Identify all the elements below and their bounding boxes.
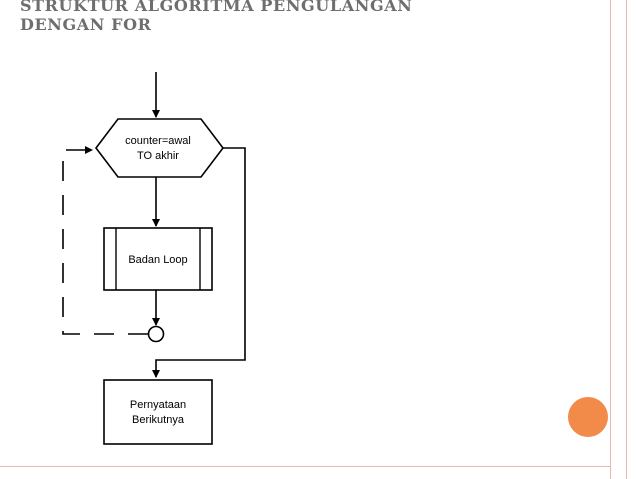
loop-header-text-line-1: counter=awal <box>125 135 191 147</box>
loop-exit-path <box>152 147 246 378</box>
loop-header-text-line-2: TO akhir <box>137 150 179 162</box>
slide-title-line-2: DENGAN FOR <box>20 15 152 34</box>
for-loop-flowchart: counter=awal TO akhir Badan Loop Pernyat… <box>58 72 248 450</box>
slide-title-line-1: STRUKTUR ALGORITMA PENGULANGAN <box>20 0 413 15</box>
edge-line-right <box>626 0 627 479</box>
next-statement-text-line-1: Pernyataan <box>130 399 186 411</box>
loop-connector <box>147 325 165 343</box>
next-statement-box <box>103 379 213 445</box>
loop-body-box <box>103 227 213 291</box>
accent-circle <box>568 397 608 437</box>
slide-title: STRUKTUR ALGORITMA PENGULANGAN DENGAN FO… <box>20 0 540 34</box>
loop-back-dashed-path <box>62 146 148 335</box>
loop-header-shape <box>94 118 225 178</box>
loop-body-text: Badan Loop <box>128 254 187 266</box>
edge-line-left <box>610 0 611 479</box>
edge-line-bottom <box>0 466 611 467</box>
next-statement-text-line-2: Berikutnya <box>132 414 185 426</box>
